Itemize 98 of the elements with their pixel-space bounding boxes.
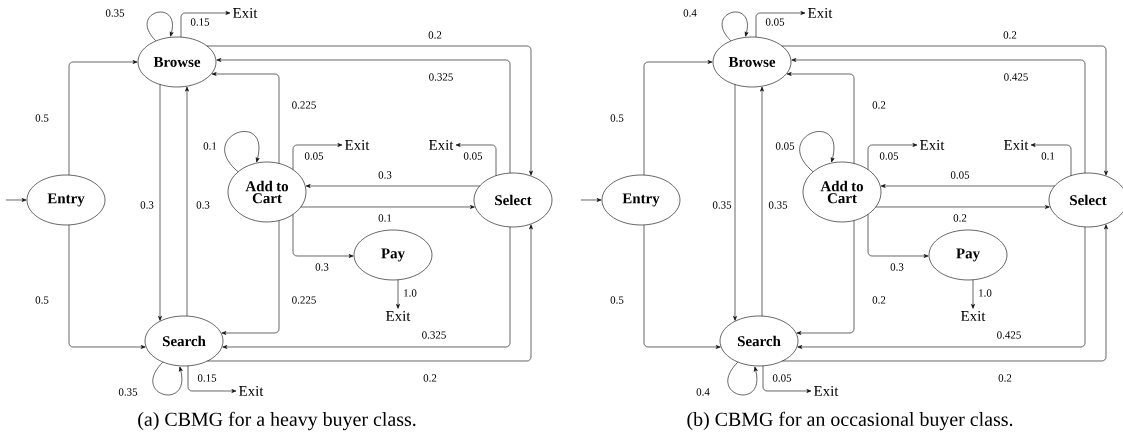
edge-label: 0.425 bbox=[1002, 72, 1030, 82]
edge-label: 0.3 bbox=[377, 170, 393, 180]
arrow bbox=[782, 224, 1108, 362]
arrow bbox=[796, 220, 855, 335]
edge-label: 0.15 bbox=[196, 373, 218, 383]
arrow bbox=[152, 361, 183, 396]
arrow bbox=[867, 214, 929, 258]
exit-label: Exit bbox=[239, 385, 264, 396]
arrow bbox=[396, 279, 400, 309]
edge-label: 0.425 bbox=[995, 330, 1023, 340]
exit-label: Exit bbox=[920, 140, 945, 150]
arrow bbox=[1030, 143, 1072, 176]
arrow bbox=[643, 224, 721, 349]
arrow bbox=[5, 198, 27, 202]
arrow bbox=[221, 220, 280, 335]
arrow bbox=[187, 365, 237, 393]
edge-label: 0.35 bbox=[104, 8, 126, 18]
exit-label: Exit bbox=[814, 385, 839, 396]
arrow bbox=[880, 184, 1055, 188]
arrow bbox=[207, 224, 533, 362]
arrow bbox=[292, 143, 343, 170]
arrow bbox=[762, 365, 812, 393]
arrow bbox=[455, 143, 497, 176]
arrow bbox=[971, 279, 975, 309]
edge-label: 0.05 bbox=[764, 17, 786, 27]
arrow bbox=[875, 205, 1050, 209]
edge-label: 0.05 bbox=[771, 373, 793, 383]
edge-label: 0.3 bbox=[889, 262, 905, 272]
arrow bbox=[580, 198, 602, 202]
edge-label: 0.35 bbox=[711, 200, 733, 210]
exit-label: Exit bbox=[961, 311, 986, 321]
edge-label: 0.05 bbox=[462, 151, 484, 161]
arrow bbox=[224, 131, 260, 172]
edge-label: 0.5 bbox=[609, 295, 625, 305]
edge-label: 0.15 bbox=[189, 17, 211, 27]
edge-label: 0.05 bbox=[949, 170, 971, 180]
arrow bbox=[797, 226, 1086, 349]
edge-label: 0.2 bbox=[997, 373, 1013, 383]
edge-label: 0.5 bbox=[34, 113, 50, 123]
arrow bbox=[146, 11, 174, 41]
edge-label: 0.4 bbox=[682, 8, 698, 18]
edge-label: 0.4 bbox=[695, 387, 711, 397]
arrow bbox=[180, 11, 231, 38]
edge-label: 0.325 bbox=[420, 330, 448, 340]
arrow bbox=[292, 214, 354, 258]
edge-label: 0.225 bbox=[290, 295, 318, 305]
edge-label: 0.225 bbox=[290, 100, 318, 110]
arrow bbox=[68, 224, 146, 349]
arrow bbox=[781, 45, 1108, 176]
edge-label: 0.3 bbox=[195, 200, 211, 210]
exit-label: Exit bbox=[429, 140, 454, 150]
arrow bbox=[760, 86, 764, 317]
arrow bbox=[791, 58, 1086, 174]
arrow bbox=[733, 84, 737, 321]
edge-label: 0.1 bbox=[1040, 151, 1056, 161]
exit-label: Exit bbox=[345, 140, 370, 150]
edge-label: 0.35 bbox=[117, 387, 139, 397]
caption: (b) CBMG for an occasional buyer class. bbox=[687, 411, 1013, 431]
exit-label: Exit bbox=[386, 311, 411, 321]
arrow bbox=[216, 58, 511, 174]
edge-label: 0.05 bbox=[774, 141, 796, 151]
edge-label: 0.2 bbox=[871, 100, 887, 110]
exit-label: Exit bbox=[1004, 140, 1029, 150]
edge-label: 0.3 bbox=[314, 262, 330, 272]
arrow bbox=[727, 361, 758, 396]
exit-label: Exit bbox=[808, 8, 833, 18]
arrow bbox=[643, 60, 713, 176]
arrow bbox=[799, 131, 835, 172]
edge-label: 0.2 bbox=[952, 213, 968, 223]
arrow bbox=[206, 45, 533, 176]
edge-label: 0.325 bbox=[427, 72, 455, 82]
arrow bbox=[305, 184, 480, 188]
edge-label: 0.2 bbox=[871, 295, 887, 305]
edge-label: 0.05 bbox=[303, 151, 325, 161]
edge-label: 0.1 bbox=[377, 213, 393, 223]
arrow bbox=[786, 72, 855, 164]
edge-label: 0.35 bbox=[767, 200, 789, 210]
arrow bbox=[867, 143, 918, 170]
edge-label: 0.1 bbox=[202, 141, 218, 151]
arrow bbox=[68, 60, 138, 176]
arrow bbox=[185, 86, 189, 317]
arrow bbox=[300, 205, 475, 209]
edge-label: 1.0 bbox=[402, 288, 418, 298]
caption: (a) CBMG for a heavy buyer class. bbox=[138, 411, 416, 431]
edge-label: 0.2 bbox=[422, 373, 438, 383]
arrow bbox=[721, 11, 749, 41]
edge-label: 0.2 bbox=[1002, 30, 1018, 40]
edge-label: 0.3 bbox=[139, 200, 155, 210]
arrow bbox=[755, 11, 806, 38]
edge-label: 0.2 bbox=[427, 30, 443, 40]
edge-label: 0.5 bbox=[609, 113, 625, 123]
edge-label: 1.0 bbox=[977, 288, 993, 298]
arrow bbox=[158, 84, 162, 321]
arrow bbox=[211, 72, 280, 164]
edge-label: 0.5 bbox=[34, 295, 50, 305]
edge-label: 0.05 bbox=[878, 151, 900, 161]
arrow bbox=[222, 226, 511, 349]
exit-label: Exit bbox=[233, 8, 258, 18]
